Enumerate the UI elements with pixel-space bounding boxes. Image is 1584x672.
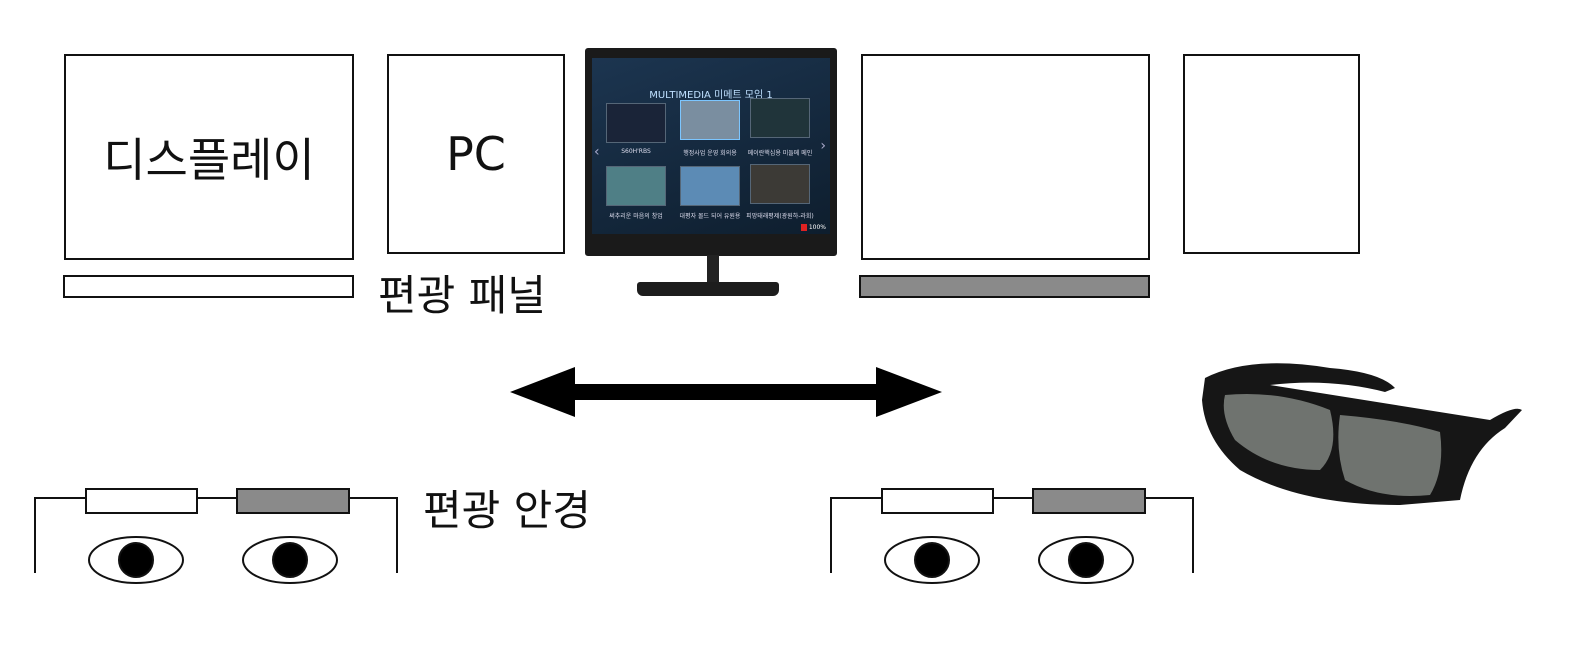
right-display-box [861, 54, 1150, 260]
left-viewer [34, 488, 398, 584]
screen-title: MULTIMEDIA 미메트 모임 1 [649, 90, 773, 101]
polarizer-panel-gray [859, 275, 1150, 298]
right-pc-box [1183, 54, 1360, 254]
pc-box: PC [387, 54, 565, 254]
thumbnail [680, 100, 740, 140]
display-label: 디스플레이 [103, 133, 315, 187]
thumbnail [750, 164, 810, 204]
thumbnail [680, 166, 740, 206]
monitor-stand-neck [707, 255, 719, 285]
polarized-glasses-image [1202, 363, 1522, 505]
display-box: 디스플레이 [64, 54, 354, 260]
caption: 써추리운 마음의 창업 [609, 213, 663, 220]
caption: S60H'RBS [621, 148, 651, 155]
thumbnail [750, 98, 810, 138]
caption: 대평자 몰드 되어 유원용 [679, 213, 741, 220]
polarizer-panel-white [63, 275, 354, 298]
caption: 행정사업 운영 회의용 [683, 150, 737, 157]
monitor-stand-base [637, 282, 779, 296]
caption: 메이란핵심용 미들메 메인 [747, 150, 813, 157]
chevron-left-icon: ‹ [594, 144, 600, 160]
double-arrow [510, 367, 942, 417]
right-viewer [830, 488, 1194, 584]
panel-label: 편광 패널 [378, 271, 546, 320]
badge: 100% [800, 224, 826, 231]
caption: 피망태래평제(광원하-라회) [746, 213, 814, 220]
monitor-screen: MULTIMEDIA 미메트 모임 1 S60H'RBS 행정사업 운영 회의용… [592, 58, 830, 234]
chevron-right-icon: › [820, 138, 826, 154]
glasses-label: 편광 안경 [423, 486, 591, 535]
pc-label: PC [446, 127, 506, 181]
thumbnail [606, 103, 666, 143]
thumbnail [606, 166, 666, 206]
